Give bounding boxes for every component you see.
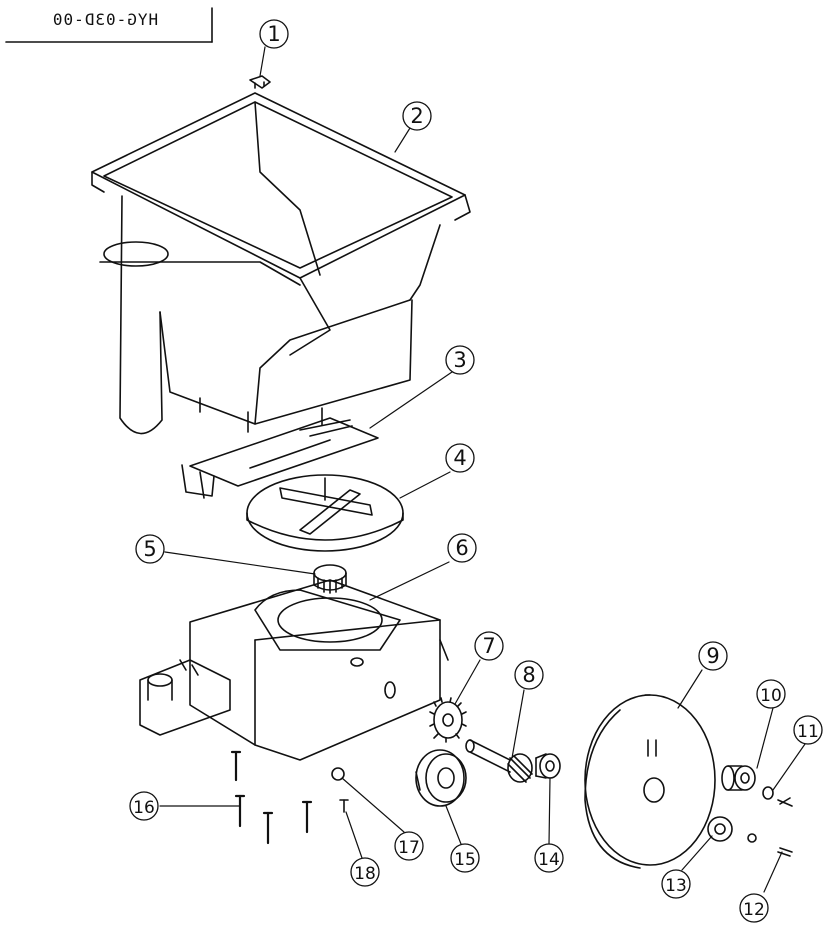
part-9-wheel	[584, 694, 716, 869]
callout-numbers: 1 2 3 4 5 6 7 8 9 10 11 12 13 14 15 16 1…	[133, 22, 819, 920]
callout-8: 8	[522, 663, 535, 687]
part-18-screw	[339, 799, 349, 813]
part-1-clip	[249, 75, 271, 89]
part-17-small-washer	[331, 767, 345, 781]
part-11-washer-screw	[762, 786, 793, 807]
callout-5: 5	[143, 537, 156, 561]
callout-9: 9	[706, 644, 719, 668]
part-10-spacer	[721, 765, 756, 791]
part-5-small-gear	[313, 564, 347, 594]
callout-16: 16	[133, 798, 155, 818]
title-block-text: HYG-03D-00	[51, 10, 159, 29]
callout-15: 15	[454, 850, 476, 870]
callout-11: 11	[797, 722, 819, 742]
part-6-gearbox-base	[139, 579, 449, 761]
title-block	[5, 7, 213, 43]
callout-3: 3	[453, 348, 466, 372]
callout-10: 10	[760, 686, 782, 706]
part-3-slide-plate	[181, 417, 379, 499]
callout-circles	[129, 19, 823, 923]
part-16-screws	[230, 750, 313, 845]
part-7-drive-gear	[429, 697, 467, 743]
callout-13: 13	[665, 876, 687, 896]
callout-7: 7	[482, 634, 495, 658]
callout-17: 17	[398, 838, 420, 858]
callout-18: 18	[354, 864, 376, 884]
part-4-spinner-disc	[246, 474, 404, 552]
callout-12: 12	[743, 900, 765, 920]
callout-4: 4	[453, 446, 466, 470]
callout-14: 14	[538, 850, 560, 870]
part-2-hopper	[91, 92, 471, 435]
part-12-screw	[777, 847, 793, 857]
part-8-shaft-pinion	[465, 739, 533, 783]
part-13-washer	[707, 816, 757, 843]
part-14-bushing	[535, 753, 561, 779]
callout-6: 6	[455, 536, 468, 560]
callout-1: 1	[267, 22, 280, 46]
callout-2: 2	[410, 104, 423, 128]
part-15-bearing	[415, 749, 467, 807]
leader-lines	[159, 46, 806, 893]
